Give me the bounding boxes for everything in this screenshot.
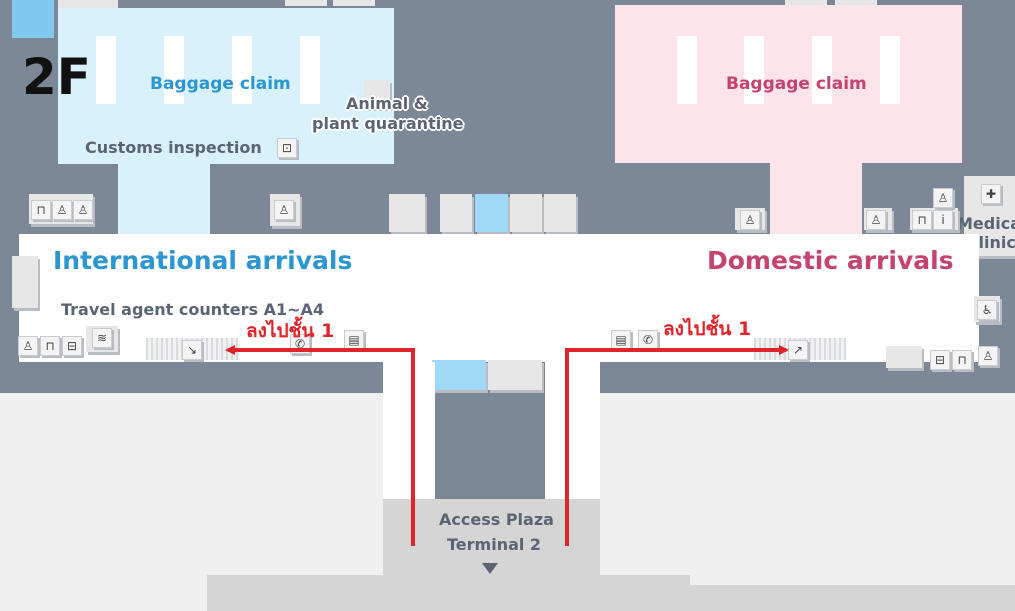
right-arrow-annotation: ลงไปชั้น 1	[663, 318, 752, 340]
atm-icon: ▤	[344, 330, 364, 350]
counter-block-highlight	[475, 194, 508, 232]
top-box-1	[285, 0, 327, 6]
restroom-icon: ♙	[73, 200, 93, 220]
wheelchair-icon: ♿	[977, 300, 997, 320]
counter-block-2	[440, 194, 472, 232]
carousel-stripe	[880, 36, 900, 104]
quarantine-label-2: plant quarantine	[312, 114, 464, 133]
restroom-icon: ♙	[866, 210, 886, 230]
carousel-stripe	[164, 36, 184, 104]
route-arrow-right	[565, 345, 789, 546]
left-arrow-annotation: ลงไปชั้น 1	[246, 320, 335, 342]
travel-agent-counters-label: Travel agent counters A1~A4	[61, 300, 325, 319]
carousel-stripe	[96, 36, 116, 104]
medical-clinic-label-1: Medica	[957, 214, 1015, 233]
down-arrow-icon	[482, 563, 498, 574]
family-restroom-icon: ♙	[52, 200, 72, 220]
family-restroom-icon: ♙	[978, 346, 998, 366]
restroom-icon: ♙	[933, 188, 953, 208]
dom-baggage-claim-label: Baggage claim	[726, 74, 867, 94]
information-icon: i	[933, 210, 953, 230]
top-left-marker	[12, 0, 54, 38]
carousel-stripe	[812, 36, 832, 104]
baby-care-icon: ⊓	[952, 350, 972, 370]
carousel-stripe	[744, 36, 764, 104]
top-box-3	[785, 0, 827, 6]
counter-block-4	[544, 194, 576, 232]
customs-inspection-label: Customs inspection	[85, 138, 262, 157]
domestic-arrivals-title: Domestic arrivals	[707, 246, 954, 275]
baby-care-icon: ⊓	[40, 336, 60, 356]
restroom-icon: ♙	[18, 336, 38, 356]
access-plaza-label-1: Access Plaza	[439, 510, 554, 529]
central-block-blue	[432, 360, 486, 390]
dom-corridor	[770, 160, 862, 240]
intl-baggage-claim-label: Baggage claim	[150, 74, 291, 94]
walkway-left	[383, 362, 435, 502]
carousel-stripe	[677, 36, 697, 104]
route-arrow-left	[225, 345, 415, 546]
side-kiosk	[12, 256, 38, 308]
lower-left-area	[0, 393, 383, 611]
baby-care-icon: ⊓	[912, 210, 932, 230]
smoking-icon: ≋	[92, 328, 112, 348]
access-plaza-label-2: Terminal 2	[447, 535, 542, 554]
counter-block-3	[510, 194, 542, 232]
carousel-stripe	[232, 36, 252, 104]
lower-right-area	[600, 393, 1015, 611]
walkway-right	[545, 362, 600, 502]
medical-clinic-label-2: clinic	[969, 233, 1015, 252]
baby-care-icon: ⊓	[31, 200, 51, 220]
customs-icon: ⊡	[277, 138, 297, 158]
restroom-icon: ♙	[740, 210, 760, 230]
quarantine-block	[364, 80, 390, 108]
top-box-4	[835, 0, 877, 6]
international-arrivals-title: International arrivals	[53, 246, 353, 275]
floor-label: 2F	[22, 48, 91, 106]
lower-strip-right	[690, 575, 1015, 585]
escalator-icon: ↘	[182, 340, 202, 360]
central-block-grey	[488, 360, 542, 390]
intl-corridor	[118, 160, 210, 240]
counter-block-1	[389, 194, 425, 232]
first-aid-icon: ✚	[981, 184, 1001, 204]
service-block-right	[886, 346, 922, 368]
dom-baggage-area	[615, 5, 962, 163]
quarantine-label-1: Animal &	[346, 94, 428, 113]
top-box-2	[333, 0, 375, 6]
atm-icon: ⊟	[62, 336, 82, 356]
top-left-box	[58, 0, 118, 10]
atm-icon: ⊟	[930, 350, 950, 370]
carousel-stripe	[300, 36, 320, 104]
restroom-icon: ♙	[274, 200, 294, 220]
